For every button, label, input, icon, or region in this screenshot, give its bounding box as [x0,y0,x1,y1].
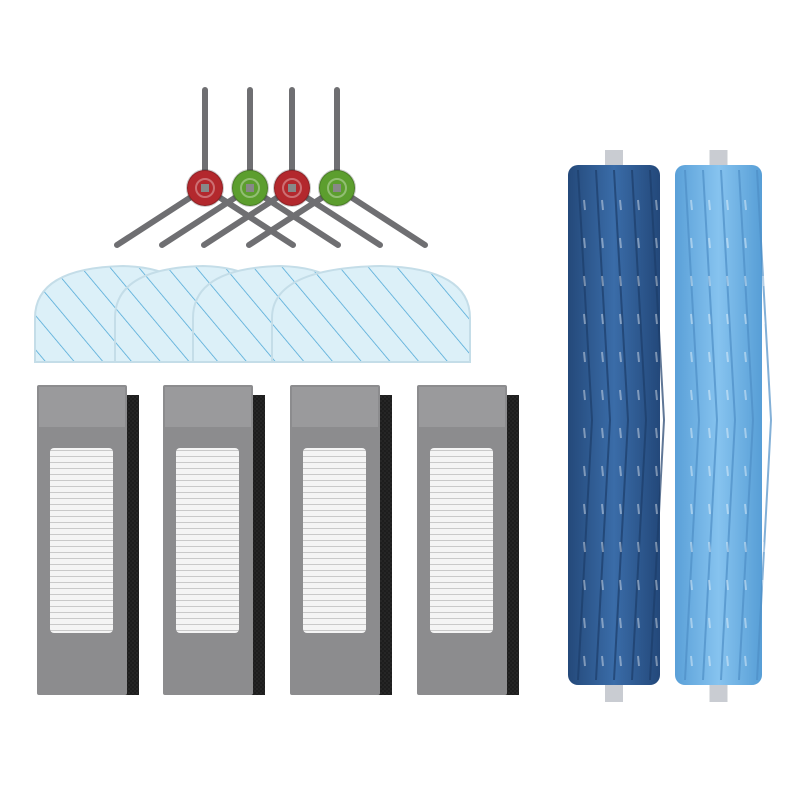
hepa-filters [37,385,519,695]
main-rollers [568,150,773,702]
side-brushes [114,87,428,248]
hepa-filter [37,385,139,695]
filter-media [430,448,493,633]
roller-body [675,165,762,685]
filter-media [50,448,113,633]
mop-pad [271,264,471,363]
main-roller [568,150,666,702]
hepa-filter [290,385,392,695]
roller-cap [605,680,623,702]
filter-media [303,448,366,633]
roller-body [568,165,660,685]
main-roller [675,150,773,702]
side-brush [246,87,428,248]
side-brush [201,87,383,248]
hepa-filter [163,385,265,695]
mop-pads [34,264,471,363]
hepa-filter [417,385,519,695]
side-brush [159,87,341,248]
roller-cap [709,680,728,702]
filter-media [176,448,239,633]
side-brush [114,87,296,248]
